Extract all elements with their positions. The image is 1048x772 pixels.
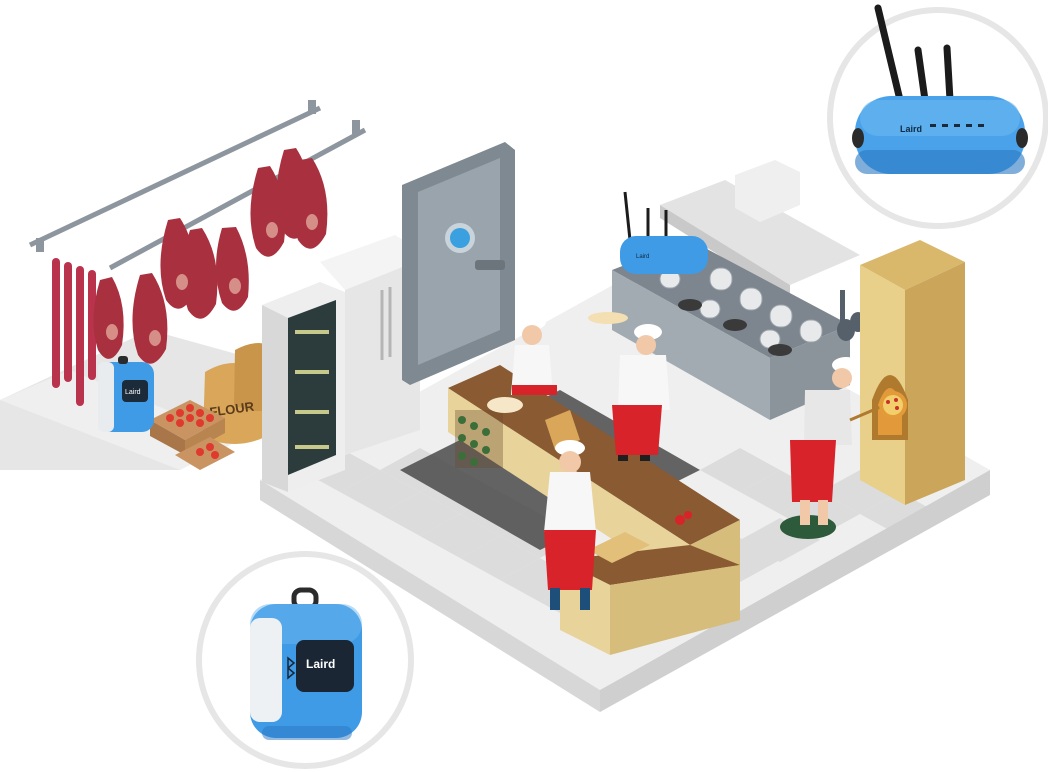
- chef-tossing-dough: [588, 312, 670, 461]
- gateway-callout: Laird: [827, 4, 1048, 229]
- tomato-crates: [150, 400, 235, 470]
- pizza-oven: [860, 240, 965, 505]
- drinks-fridge: [262, 282, 345, 492]
- sensor-brand-small: Laird: [125, 389, 141, 396]
- led-indicator-icon: [930, 124, 984, 127]
- chef-at-oven: [780, 357, 907, 539]
- chef-cutting: [544, 440, 596, 610]
- temperature-sensor-small: Laird: [98, 356, 154, 432]
- chef-kneading: [511, 314, 557, 395]
- sensor-brand: Laird: [306, 657, 335, 671]
- sensor-callout: Laird: [196, 551, 414, 769]
- meat-rack: [28, 100, 367, 271]
- gateway-brand: Laird: [900, 124, 922, 134]
- hanging-meat: [52, 148, 328, 406]
- gateway-small: Laird: [620, 191, 708, 274]
- gateway-brand-small: Laird: [636, 254, 649, 260]
- steel-fridge: [320, 235, 420, 455]
- flour-label: FLOUR: [209, 399, 256, 420]
- bluetooth-icon: [287, 656, 296, 680]
- freezer-door: [402, 142, 515, 385]
